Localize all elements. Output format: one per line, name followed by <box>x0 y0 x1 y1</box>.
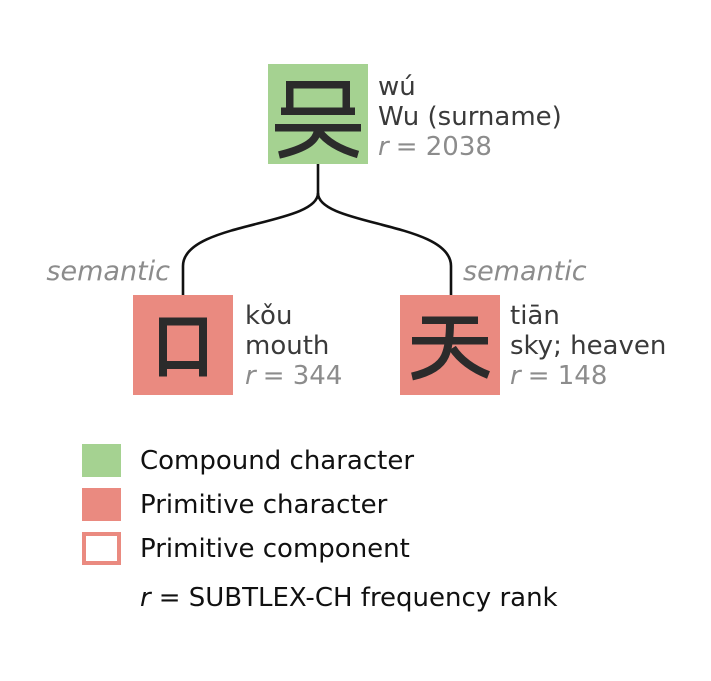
edge-right-curve <box>316 192 453 296</box>
edge-left-curve <box>181 192 320 296</box>
tian-meaning: sky; heaven <box>510 331 667 361</box>
root-frequency-rank: r= 2038 <box>378 132 562 162</box>
legend-item-primitive-component: Primitive component <box>82 532 558 565</box>
legend: Compound character Primitive character P… <box>82 444 558 614</box>
r-symbol: r <box>378 132 389 162</box>
legend-label: Primitive component <box>140 533 410 564</box>
legend-note-spacer <box>82 581 121 614</box>
legend-label: Primitive character <box>140 489 388 520</box>
node-text-root: wú Wu (surname) r= 2038 <box>378 72 562 162</box>
edge-label-right-semantic: semantic <box>463 256 587 287</box>
r-symbol: r <box>510 361 521 391</box>
node-box-primitive-tian <box>400 295 500 395</box>
root-meaning: Wu (surname) <box>378 102 562 132</box>
hanzi-glyph-wu <box>275 81 361 159</box>
tian-frequency-rank: r= 148 <box>510 361 666 391</box>
tian-pinyin: tiān <box>510 301 560 331</box>
edge-label-left-semantic: semantic <box>46 256 170 287</box>
r-symbol: r <box>140 582 151 613</box>
kou-meaning: mouth <box>245 331 330 361</box>
rank-value: = 2038 <box>395 132 492 162</box>
rank-value: = 148 <box>527 361 608 391</box>
legend-note-rest: = SUBTLEX-CH frequency rank <box>158 582 558 613</box>
component-swatch-icon <box>82 532 121 565</box>
node-box-compound-wu <box>268 64 368 164</box>
primitive-swatch-icon <box>82 488 121 521</box>
kou-pinyin: kǒu <box>245 301 293 331</box>
root-pinyin: wú <box>378 72 416 102</box>
legend-note-frequency-rank: r= SUBTLEX-CH frequency rank <box>82 581 558 614</box>
legend-item-primitive-character: Primitive character <box>82 488 558 521</box>
node-text-kou: kǒu mouth r= 344 <box>245 301 342 391</box>
node-text-tian: tiān sky; heaven r= 148 <box>510 301 666 391</box>
kou-frequency-rank: r= 344 <box>245 361 342 391</box>
node-box-primitive-kou <box>133 295 233 395</box>
compound-swatch-icon <box>82 444 121 477</box>
r-symbol: r <box>245 361 256 391</box>
hanzi-glyph-tian <box>411 316 491 381</box>
rank-value: = 344 <box>262 361 343 391</box>
hanzi-glyph-kou <box>159 317 207 377</box>
legend-note-text: r= SUBTLEX-CH frequency rank <box>140 583 558 613</box>
legend-label: Compound character <box>140 445 415 476</box>
legend-item-compound: Compound character <box>82 444 558 477</box>
